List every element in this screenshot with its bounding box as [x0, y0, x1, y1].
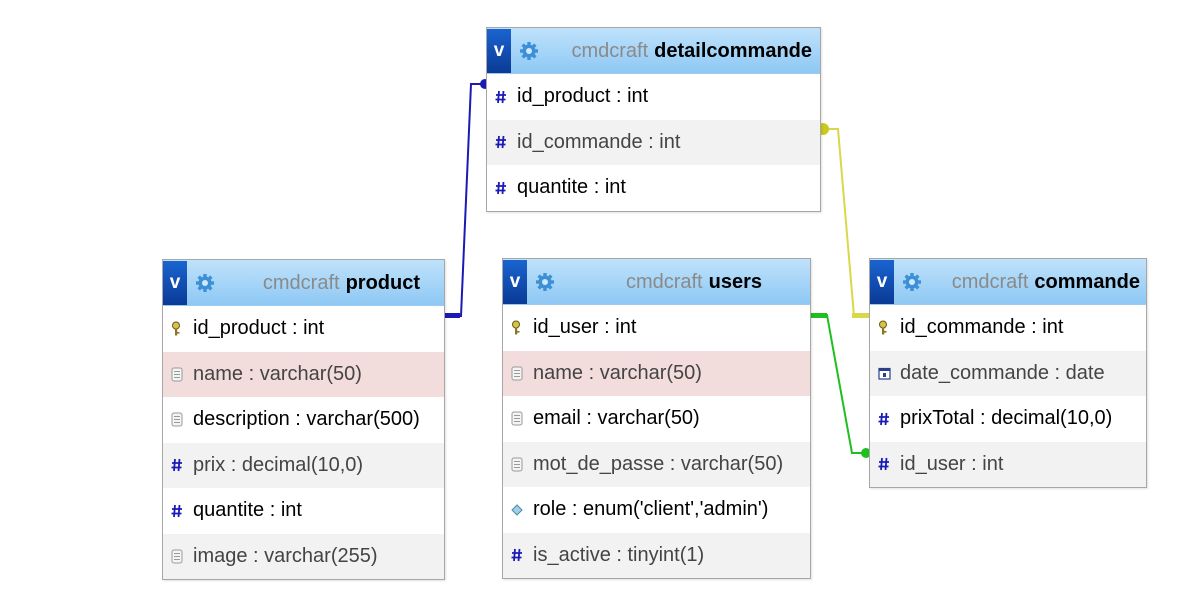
text-column-icon	[171, 367, 193, 382]
column-row[interactable]: email : varchar(50)	[503, 396, 810, 442]
column-row[interactable]: date_commande : date	[870, 350, 1146, 396]
column-label: id_user : int	[533, 316, 637, 339]
column-row[interactable]: prix : decimal(10,0)	[163, 442, 444, 488]
column-row[interactable]: name : varchar(50)	[503, 350, 810, 396]
column-label: id_product : int	[517, 85, 649, 108]
gear-icon[interactable]	[534, 271, 556, 293]
hash-icon	[495, 90, 517, 104]
hash-icon	[878, 457, 900, 471]
column-label: description : varchar(500)	[193, 408, 420, 431]
column-row[interactable]: name : varchar(50)	[163, 351, 444, 397]
text-column-icon	[511, 366, 533, 381]
column-label: email : varchar(50)	[533, 407, 700, 430]
column-label: name : varchar(50)	[533, 361, 702, 384]
table-name: users	[708, 270, 762, 293]
column-label: id_user : int	[900, 452, 1004, 475]
table-name: commande	[1034, 270, 1140, 293]
text-column-icon	[171, 412, 193, 427]
column-row[interactable]: id_commande : int	[870, 305, 1146, 351]
gear-icon[interactable]	[194, 272, 216, 294]
column-label: id_commande : int	[900, 316, 1064, 339]
column-label: id_product : int	[193, 317, 325, 340]
column-row[interactable]: description : varchar(500)	[163, 397, 444, 443]
column-label: is_active : tinyint(1)	[533, 543, 705, 566]
column-label: role : enum('client','admin')	[533, 498, 769, 521]
database-name: cmdcraft	[951, 270, 1029, 293]
table-commande[interactable]: v cmdcraft commande id_commande : int da…	[869, 258, 1147, 488]
column-label: prix : decimal(10,0)	[193, 453, 364, 476]
table-title: cmdcraft detailcommande	[571, 28, 812, 74]
column-row[interactable]: quantite : int	[487, 165, 820, 211]
key-icon	[171, 321, 193, 337]
column-label: id_commande : int	[517, 130, 681, 153]
table-users[interactable]: v cmdcraft users id_user : int name : va…	[502, 258, 811, 579]
column-label: quantite : int	[193, 499, 302, 522]
hash-icon	[171, 458, 193, 472]
column-row[interactable]: quantite : int	[163, 488, 444, 534]
column-row[interactable]: id_product : int	[487, 74, 820, 120]
table-title: cmdcraft commande	[952, 259, 1140, 305]
table-title: cmdcraft product	[263, 260, 420, 306]
column-label: quantite : int	[517, 176, 626, 199]
column-row[interactable]: id_user : int	[503, 305, 810, 351]
date-icon	[878, 367, 900, 380]
column-label: name : varchar(50)	[193, 362, 362, 385]
toggle-columns-button[interactable]: v	[870, 260, 894, 304]
column-label: mot_de_passe : varchar(50)	[533, 452, 784, 475]
column-row[interactable]: id_user : int	[870, 441, 1146, 487]
relation-detailcommande-commande	[817, 123, 869, 318]
column-row[interactable]: is_active : tinyint(1)	[503, 532, 810, 578]
database-name: cmdcraft	[262, 271, 340, 294]
column-row[interactable]: id_commande : int	[487, 119, 820, 165]
hash-icon	[495, 181, 517, 195]
text-column-icon	[511, 411, 533, 426]
database-name: cmdcraft	[571, 39, 649, 62]
column-row[interactable]: mot_de_passe : varchar(50)	[503, 441, 810, 487]
text-column-icon	[511, 457, 533, 472]
hash-icon	[878, 412, 900, 426]
column-row[interactable]: prixTotal : decimal(10,0)	[870, 396, 1146, 442]
toggle-columns-button[interactable]: v	[503, 260, 527, 304]
enum-icon	[511, 504, 533, 516]
key-icon	[878, 320, 900, 336]
column-label: date_commande : date	[900, 361, 1105, 384]
column-label: prixTotal : decimal(10,0)	[900, 407, 1113, 430]
column-row[interactable]: image : varchar(255)	[163, 533, 444, 579]
column-row[interactable]: id_product : int	[163, 306, 444, 352]
column-label: image : varchar(255)	[193, 544, 378, 567]
toggle-columns-button[interactable]: v	[163, 261, 187, 305]
table-title: cmdcraft users	[626, 259, 762, 305]
relation-product-detailcommande	[444, 79, 490, 318]
toggle-columns-button[interactable]: v	[487, 29, 511, 73]
table-header[interactable]: v cmdcraft commande	[870, 259, 1146, 305]
table-header[interactable]: v cmdcraft detailcommande	[487, 28, 820, 74]
relation-users-commande	[811, 313, 871, 458]
hash-icon	[511, 548, 533, 562]
table-name: detailcommande	[654, 39, 812, 62]
hash-icon	[171, 504, 193, 518]
text-column-icon	[171, 549, 193, 564]
table-detailcommande[interactable]: v cmdcraft detailcommande id_product : i…	[486, 27, 821, 212]
column-row[interactable]: role : enum('client','admin')	[503, 487, 810, 533]
table-name: product	[345, 271, 420, 294]
key-icon	[511, 320, 533, 336]
table-product[interactable]: v cmdcraft product id_product : int name…	[162, 259, 445, 580]
gear-icon[interactable]	[518, 40, 540, 62]
table-header[interactable]: v cmdcraft users	[503, 259, 810, 305]
table-header[interactable]: v cmdcraft product	[163, 260, 444, 306]
hash-icon	[495, 135, 517, 149]
gear-icon[interactable]	[901, 271, 923, 293]
database-name: cmdcraft	[625, 270, 703, 293]
